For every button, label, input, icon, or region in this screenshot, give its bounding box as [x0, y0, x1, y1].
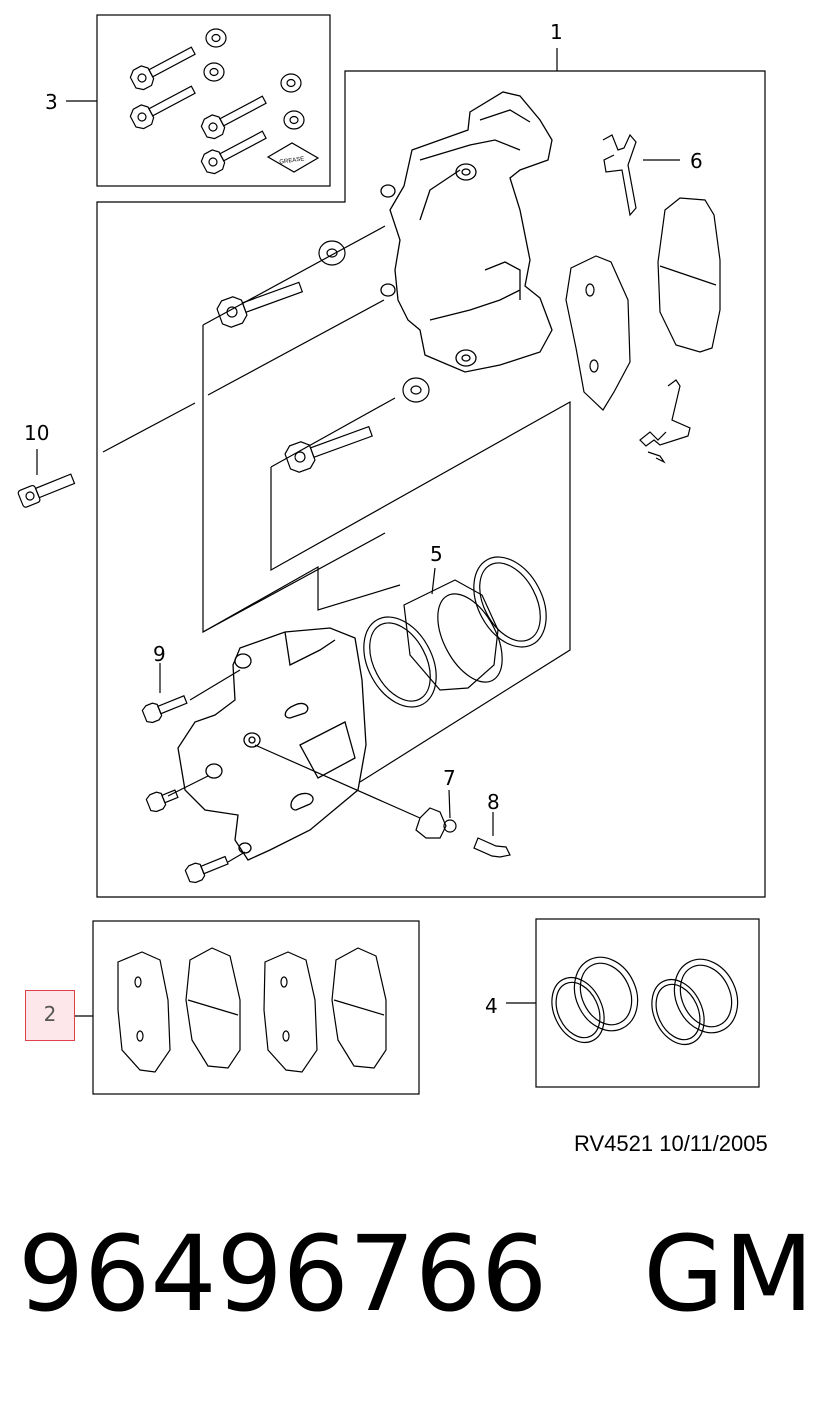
- pad-set: [117, 947, 387, 1073]
- callout-1: 1: [550, 20, 563, 44]
- guide-pin-lower: [284, 377, 430, 473]
- callout-10: 10: [24, 421, 50, 445]
- bolt-left-lower: [145, 789, 179, 813]
- pad-set-box: [92, 920, 420, 1095]
- brake-pad-outer: [657, 197, 721, 353]
- brand-name: GM: [643, 1213, 814, 1335]
- callout-4: 4: [485, 994, 498, 1018]
- bolt-kit-parts: GREASE: [129, 28, 320, 175]
- bolt-bottom: [184, 855, 229, 884]
- bolt-10: [17, 473, 76, 508]
- assembly-box: [96, 70, 766, 898]
- bracket-7: [254, 744, 457, 839]
- bleeder-screw-8: [473, 837, 511, 858]
- seal-kit: [551, 956, 739, 1046]
- callout-6: 6: [690, 149, 703, 173]
- callout-3: 3: [45, 90, 58, 114]
- callout-7: 7: [443, 766, 456, 790]
- piston: [403, 579, 503, 691]
- drawing-reference: RV4521 10/11/2005: [574, 1131, 768, 1156]
- caliper-housing: [177, 627, 367, 861]
- anti-rattle-clip-upper: [602, 133, 637, 217]
- callout-8: 8: [487, 790, 500, 814]
- callout-2-highlight[interactable]: 2: [25, 990, 75, 1041]
- part-number: 96496766: [18, 1213, 548, 1335]
- dust-boot: [363, 616, 437, 708]
- brake-pad-backing: [565, 255, 631, 411]
- grease-label: GREASE: [279, 156, 305, 165]
- bolt-9: [141, 695, 188, 724]
- seal-kit-box: [535, 918, 760, 1088]
- callout-5: 5: [430, 542, 443, 566]
- guide-pin-upper: [216, 240, 346, 328]
- callout-2: 2: [43, 1002, 57, 1026]
- caliper-carrier: [380, 91, 553, 373]
- piston-seal: [473, 556, 547, 648]
- anti-rattle-clip-lower: [639, 379, 691, 464]
- callout-9: 9: [153, 642, 166, 666]
